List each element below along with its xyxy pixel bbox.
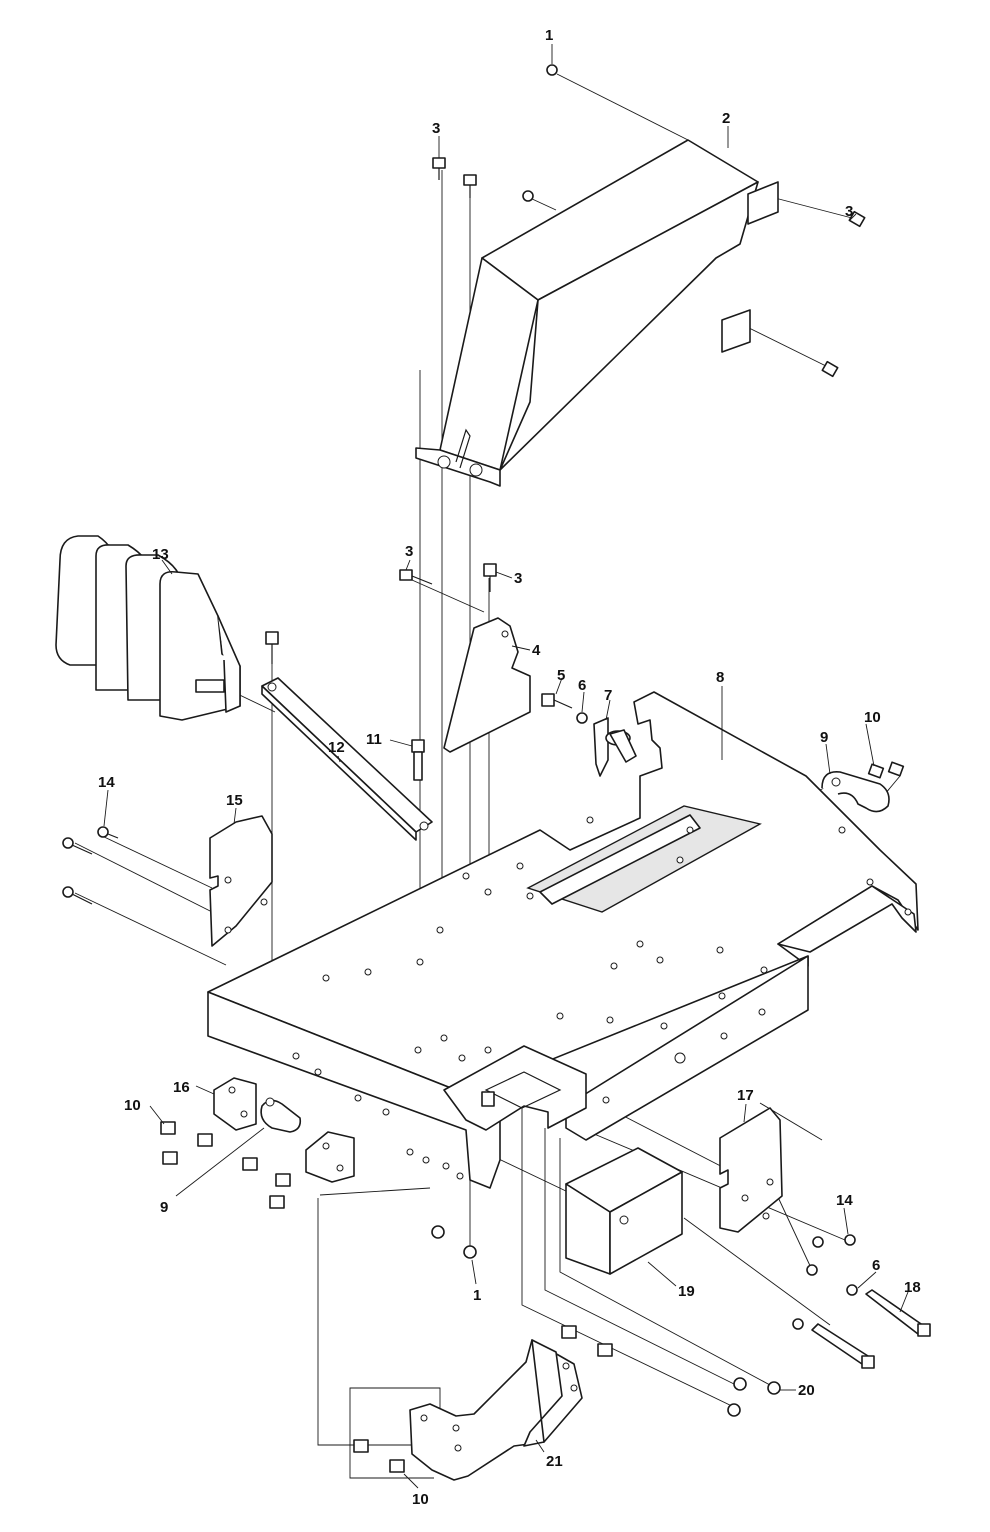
part-14-pins-left [62,826,119,905]
callout-18: 18 [904,1279,921,1296]
callout-20: 20 [798,1382,815,1399]
callout-10-top: 10 [864,709,881,726]
fasteners-cover [432,64,866,378]
callout-6-bottom: 6 [872,1257,880,1274]
part-13-weight [55,535,241,721]
parts-5-6-7 [541,693,637,777]
part-10-bolts-left [160,1121,291,1209]
callout-16: 16 [173,1079,190,1096]
callout-10-left: 10 [124,1097,141,1114]
callout-3-mid-left: 3 [405,543,413,560]
callout-13: 13 [152,546,169,563]
right-fasteners [792,1234,931,1369]
callout-14-left: 14 [98,774,115,791]
callout-15: 15 [226,792,243,809]
part-12-bar [261,677,433,841]
callout-1-top: 1 [545,27,553,44]
part-9-shackle-lower [260,1097,302,1133]
callout-2: 2 [722,110,730,127]
callout-1-bottom: 1 [473,1287,481,1304]
callout-7: 7 [604,687,612,704]
part-11-bolts [265,631,425,781]
part-1-nuts [431,1225,477,1259]
callout-10-bottom: 10 [412,1491,429,1508]
part-4-bracket [399,563,531,753]
assembly-leader-lines [74,73,901,1479]
part-20-nuts [727,1377,781,1417]
part-9-shackle-top [821,761,905,813]
part-19-battery [565,1147,683,1275]
callout-6-top: 6 [578,677,586,694]
callout-14-right: 14 [836,1192,853,1209]
callout-3-top: 3 [432,120,440,137]
part-21-bracket [353,1325,613,1481]
callout-leaders [103,44,909,1489]
part-16-brackets [213,1077,355,1183]
part-17-plate [719,1107,783,1233]
callout-3-right: 3 [845,203,853,220]
callout-9-top: 9 [820,729,828,746]
callout-21: 21 [546,1453,563,1470]
callout-17: 17 [737,1087,754,1104]
callout-3-mid-right: 3 [514,570,522,587]
callout-9-left: 9 [160,1199,168,1216]
callout-5: 5 [557,667,565,684]
callout-8: 8 [716,669,724,686]
callout-12: 12 [328,739,345,756]
callout-labels: 1 2 3 3 3 3 4 5 6 7 8 9 10 11 12 13 14 1… [98,27,921,1508]
part-2-cover [415,139,779,487]
part-8-frame [207,691,919,1189]
callout-11: 11 [366,731,382,748]
callout-4: 4 [532,642,541,659]
part-15-plate [209,815,273,947]
callout-19: 19 [678,1283,695,1300]
frame-holes [292,816,912,1180]
